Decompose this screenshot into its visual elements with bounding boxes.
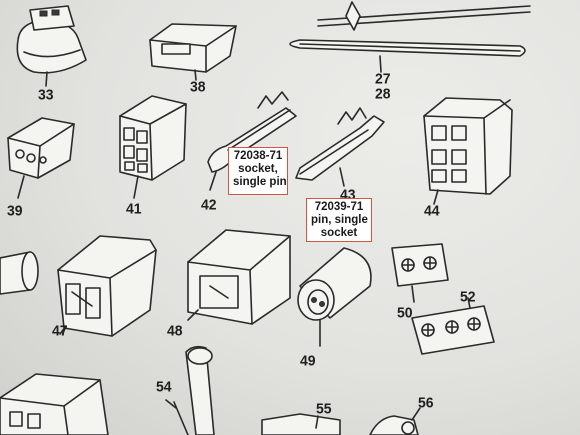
callout-part-number: 72039-71 [314,201,364,213]
part-43-drawing [295,107,385,187]
part-33-drawing [16,5,87,87]
part-27-28-drawing [289,1,531,73]
part-54-drawing [165,345,215,435]
part-number-39: 39 [7,201,23,219]
part-bottom-left-housing-drawing [0,373,109,435]
part-number-28: 28 [375,84,391,102]
part-38-drawing [149,23,237,81]
part-number-56: 56 [418,393,434,411]
callout-pin-single-socket: 72039-71 pin, single socket [306,198,372,242]
part-number-42: 42 [201,195,217,213]
part-55-drawing [261,413,341,435]
callout-socket-single-pin: 72038-71 socket, single pin [228,147,288,195]
callout-part-number: 72038-71 [233,150,283,162]
part-number-48: 48 [167,321,183,339]
part-number-44: 44 [424,201,440,219]
part-number-54: 54 [156,377,172,395]
part-52-drawing [411,297,495,355]
part-number-55: 55 [316,399,332,417]
callout-line-1: socket, [238,163,278,175]
part-39-drawing [7,117,75,199]
part-number-27: 27 [375,69,391,87]
part-47-drawing [57,235,157,337]
part-number-41: 41 [126,199,142,217]
part-number-33: 33 [38,85,54,103]
part-41-drawing [119,95,187,199]
callout-line-2: single pin [233,176,287,188]
part-number-49: 49 [300,351,316,369]
part-50-drawing [391,243,449,303]
part-56-drawing [369,407,421,435]
callout-line-2: socket [320,227,358,239]
part-48-drawing [187,229,291,325]
part-number-50: 50 [397,303,413,321]
part-number-52: 52 [460,287,476,305]
part-number-38: 38 [190,77,206,95]
part-edge-cylinder-drawing [0,251,39,295]
part-49-drawing [297,247,372,347]
part-number-47: 47 [52,321,68,339]
callout-line-1: pin, single [311,214,368,226]
part-44-drawing [423,97,513,205]
